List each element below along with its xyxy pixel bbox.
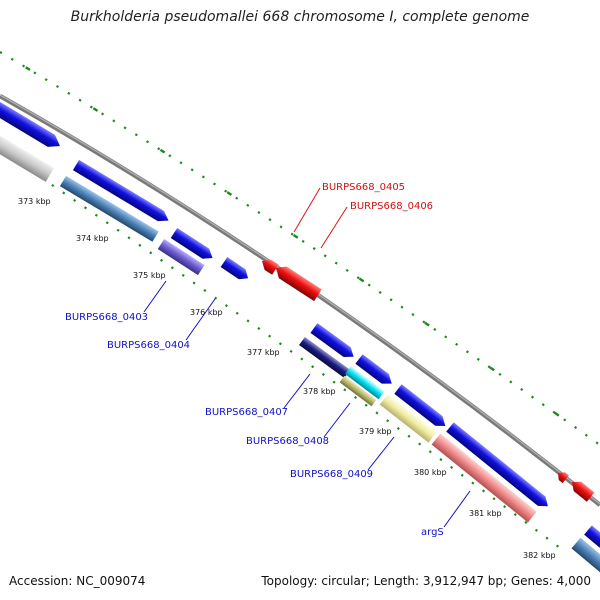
inner-feature-BURPS668_0404[interactable] [157,238,205,276]
inner-feature-BURPS668_0408-cyan[interactable] [344,366,385,400]
callout-line-0404 [185,298,216,341]
gene-label-BURPS668_0409[interactable]: BURPS668_0409 [290,469,373,480]
gene-label-BURPS668_0407[interactable]: BURPS668_0407 [205,407,288,418]
outer-major-ticks [0,50,600,446]
forward-feature-4[interactable] [220,257,252,283]
forward-feature-7[interactable] [394,384,449,430]
gene-label-argS[interactable]: argS [421,527,444,538]
outer-tick-ring [0,51,600,446]
callout-line-0403 [143,280,167,313]
callout-line-0409 [367,436,395,471]
tick-label-374: 374 kbp [76,234,109,243]
forward-feature-3[interactable] [170,227,216,263]
tick-label-379: 379 kbp [359,427,392,436]
forward-feature-6[interactable] [355,354,395,388]
callout-line-0408 [323,402,351,438]
gene-label-BURPS668_0403[interactable]: BURPS668_0403 [65,312,148,323]
tick-label-380: 380 kbp [414,468,447,477]
callout-line-argS [443,490,471,528]
reverse-feature-BURPS668_0406[interactable] [272,262,322,302]
gene-label-BURPS668_0406[interactable]: BURPS668_0406 [350,201,433,212]
inner-feature-BURPS668_0409[interactable] [379,393,438,443]
callout-line-0407 [283,373,311,409]
tick-label-378: 378 kbp [303,387,336,396]
tick-label-373: 373 kbp [18,197,51,206]
inner-feature-argS[interactable] [431,433,537,523]
gene-label-BURPS668_0405[interactable]: BURPS668_0405 [322,182,405,193]
inner-tick-ring [29,169,561,549]
forward-feature-8[interactable] [584,525,600,551]
reverse-feature-right-1[interactable] [555,469,569,484]
callout-line-0406 [320,206,348,249]
inner-feature-right[interactable] [571,537,600,575]
forward-feature-argS[interactable] [446,422,551,511]
callout-line-0405 [293,187,321,233]
topology-label: Topology: circular; Length: 3,912,947 bp… [261,574,591,588]
gene-label-BURPS668_0408[interactable]: BURPS668_0408 [246,436,329,447]
accession-label: Accession: NC_009074 [9,574,146,588]
tick-label-382: 382 kbp [523,551,556,560]
reverse-feature-BURPS668_0405[interactable] [259,256,279,275]
map-title: Burkholderia pseudomallei 668 chromosome… [70,9,530,25]
tick-label-375: 375 kbp [133,271,166,280]
inner-feature-BURPS668_0403[interactable] [59,175,159,242]
reverse-feature-right-2[interactable] [568,477,595,502]
inner-feature-BURPS668_0407[interactable] [299,336,351,378]
gene-label-BURPS668_0404[interactable]: BURPS668_0404 [107,340,190,351]
tick-label-377: 377 kbp [247,348,280,357]
forward-feature-5[interactable] [310,323,357,362]
tick-label-376: 376 kbp [190,308,223,317]
forward-feature-2[interactable] [72,159,172,226]
inner-feature-BURPS668_0408-khaki[interactable] [339,375,377,407]
tick-label-381: 381 kbp [469,509,502,518]
forward-feature-1[interactable] [0,101,64,152]
inner-feature-gray[interactable] [0,135,54,182]
